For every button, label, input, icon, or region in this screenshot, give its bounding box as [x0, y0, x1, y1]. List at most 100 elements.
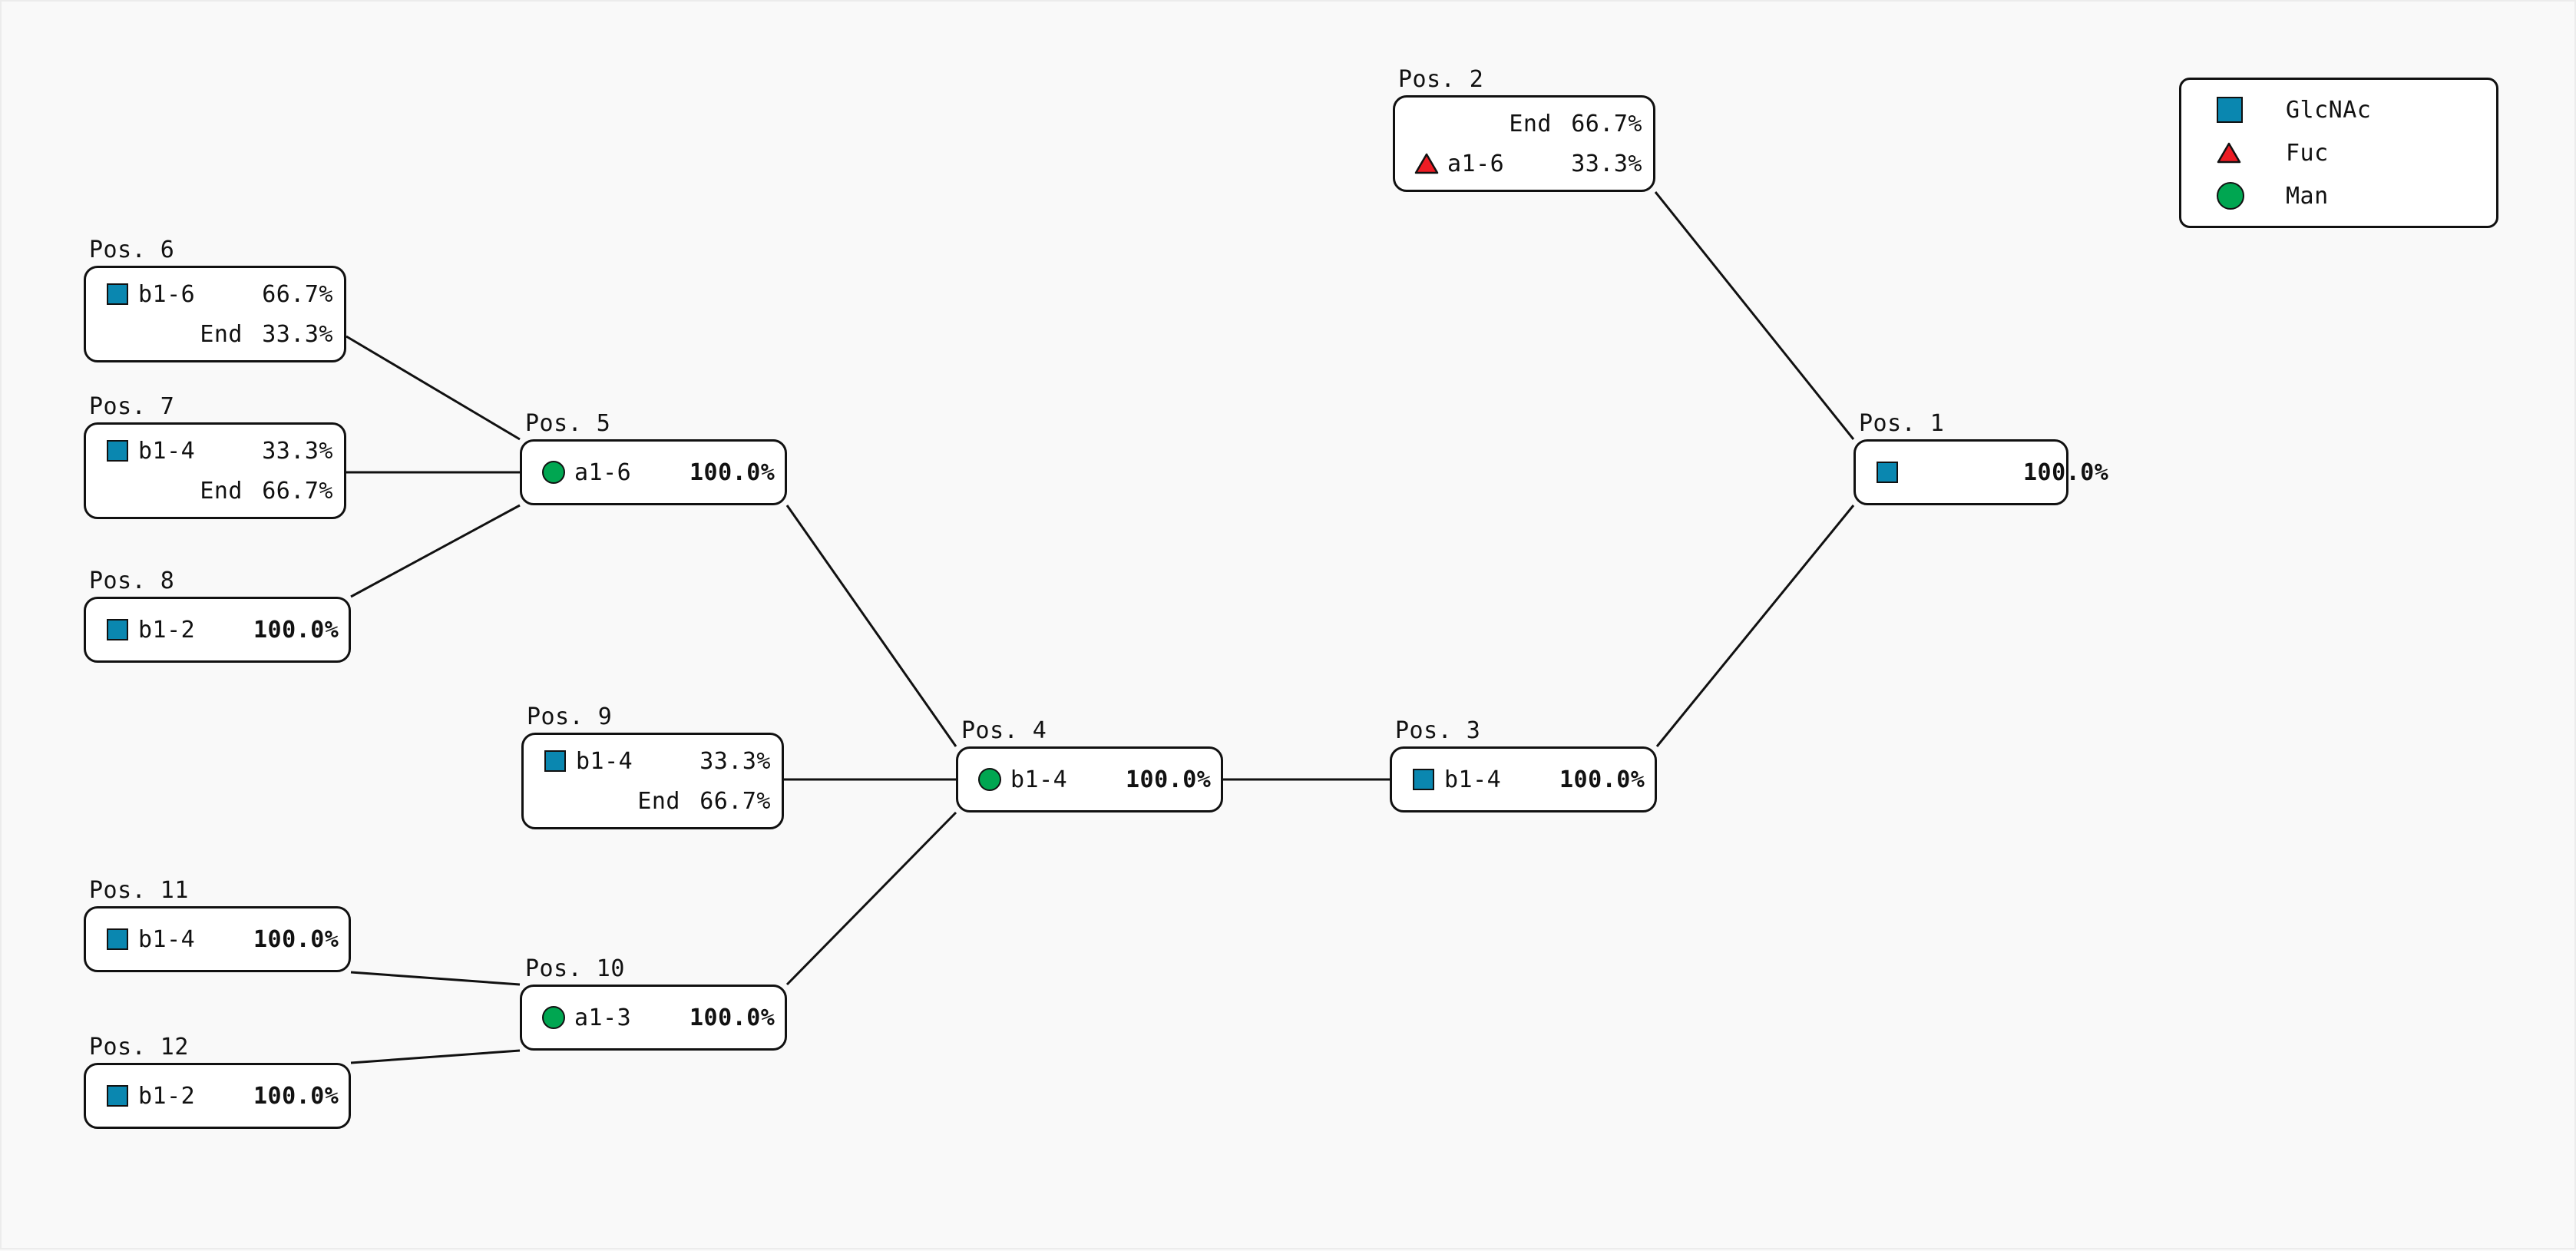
node-position-label: Pos. 11 [89, 877, 189, 904]
percentage-value: 100.0% [689, 1004, 775, 1031]
node-position-label: Pos. 12 [89, 1034, 189, 1061]
linkage-label: b1-4 [576, 747, 633, 775]
node-position-label: Pos. 5 [525, 410, 611, 437]
node-pos2[interactable]: Pos. 2 End 66.7% a1-6 33.3% [1393, 66, 1655, 192]
linkage-label: b1-2 [138, 616, 196, 644]
edge-pos6-to-pos5 [346, 335, 521, 441]
percentage-value: 33.3% [1571, 150, 1642, 177]
node-position-label: Pos. 4 [961, 717, 1047, 744]
percentage-value: 100.0% [2023, 458, 2109, 486]
node-pos4[interactable]: Pos. 4 b1-4 100.0% [956, 717, 1223, 812]
node-row: b1-4 100.0% [97, 919, 339, 959]
linkage-label: End [200, 477, 243, 505]
monosaccharide-icon-cell [97, 283, 138, 305]
linkage-label: End [1509, 110, 1552, 137]
legend-label: Fuc [2286, 139, 2329, 167]
no-symbol-placeholder [107, 323, 128, 345]
linkage-label: b1-2 [138, 1082, 196, 1110]
linkage-label: a1-6 [574, 458, 632, 486]
monosaccharide-icon-cell [969, 768, 1010, 791]
node-pos8[interactable]: Pos. 8 b1-2 100.0% [84, 568, 351, 663]
glcnac-square-icon [107, 619, 128, 640]
node-position-label: Pos. 1 [1859, 410, 1945, 437]
legend-symbol [2217, 97, 2260, 123]
monosaccharide-icon-cell [97, 619, 138, 640]
monosaccharide-icon-cell [533, 461, 574, 484]
node-position-label: Pos. 2 [1398, 66, 1484, 93]
node-position-label: Pos. 8 [89, 568, 175, 594]
percentage-value: 33.3% [262, 437, 333, 465]
linkage-label: b1-4 [1444, 766, 1502, 793]
node-row: End 66.7% [534, 781, 771, 821]
linkage-label: End [200, 320, 243, 348]
linkage-label: b1-4 [138, 437, 196, 465]
linkage-label: b1-4 [1010, 766, 1068, 793]
percentage-value: 66.7% [262, 280, 333, 308]
node-position-label: Pos. 10 [525, 955, 625, 982]
node-row: End 33.3% [97, 314, 333, 354]
legend-symbol [2217, 182, 2260, 210]
man-circle-icon [978, 768, 1001, 791]
glcnac-square-icon [107, 928, 128, 950]
edge-pos3-to-pos1 [1655, 505, 1855, 747]
node-pos11[interactable]: Pos. 11 b1-4 100.0% [84, 877, 351, 972]
percentage-value: 66.7% [699, 787, 771, 815]
edge-pos2-to-pos1 [1654, 191, 1855, 440]
percentage-value: 100.0% [1126, 766, 1212, 793]
linkage-label: End [637, 787, 680, 815]
legend-item-glcnac: GlcNAc [2217, 88, 2496, 131]
node-row: b1-4 100.0% [969, 760, 1212, 799]
linkage-label: b1-4 [138, 925, 196, 953]
node-pos9[interactable]: Pos. 9 b1-4 33.3% End 66.7% [521, 703, 784, 829]
node-pos1[interactable]: Pos. 1 100.0% [1853, 410, 2108, 505]
node-position-label: Pos. 9 [527, 703, 613, 730]
monosaccharide-icon-cell [534, 790, 576, 812]
legend-label: GlcNAc [2286, 96, 2372, 124]
percentage-value: 100.0% [1559, 766, 1645, 793]
fuc-triangle-icon [2217, 142, 2241, 164]
legend-item-man: Man [2217, 174, 2496, 217]
linkage-label: a1-6 [1447, 150, 1505, 177]
node-row: b1-4 33.3% [97, 431, 333, 471]
percentage-value: 100.0% [253, 925, 339, 953]
monosaccharide-icon-cell [1406, 153, 1447, 174]
monosaccharide-icon-cell [1403, 769, 1444, 790]
node-pos3[interactable]: Pos. 3 b1-4 100.0% [1390, 717, 1657, 812]
monosaccharide-icon-cell [1406, 113, 1447, 134]
monosaccharide-icon-cell [533, 1006, 574, 1029]
glcnac-square-icon [2217, 97, 2243, 123]
monosaccharide-icon-cell [1867, 462, 1908, 483]
percentage-value: 66.7% [1571, 110, 1642, 137]
no-symbol-placeholder [1416, 113, 1437, 134]
man-circle-icon [542, 1006, 565, 1029]
legend-label: Man [2286, 182, 2329, 210]
node-position-label: Pos. 3 [1395, 717, 1481, 744]
legend-symbol [2217, 142, 2260, 164]
no-symbol-placeholder [107, 480, 128, 501]
legend-item-fuc: Fuc [2217, 131, 2496, 174]
edge-pos5-to-pos4 [785, 505, 957, 747]
edge-pos10-to-pos4 [785, 811, 957, 986]
glcnac-square-icon [107, 1085, 128, 1107]
percentage-value: 100.0% [253, 616, 339, 644]
glcnac-square-icon [1413, 769, 1434, 790]
monosaccharide-icon-cell [534, 750, 576, 772]
monosaccharide-icon-cell [97, 323, 138, 345]
glcnac-square-icon [1877, 462, 1898, 483]
node-position-label: Pos. 6 [89, 237, 175, 263]
node-row: a1-6 33.3% [1406, 144, 1642, 184]
percentage-value: 33.3% [699, 747, 771, 775]
no-symbol-placeholder [544, 790, 566, 812]
percentage-value: 33.3% [262, 320, 333, 348]
